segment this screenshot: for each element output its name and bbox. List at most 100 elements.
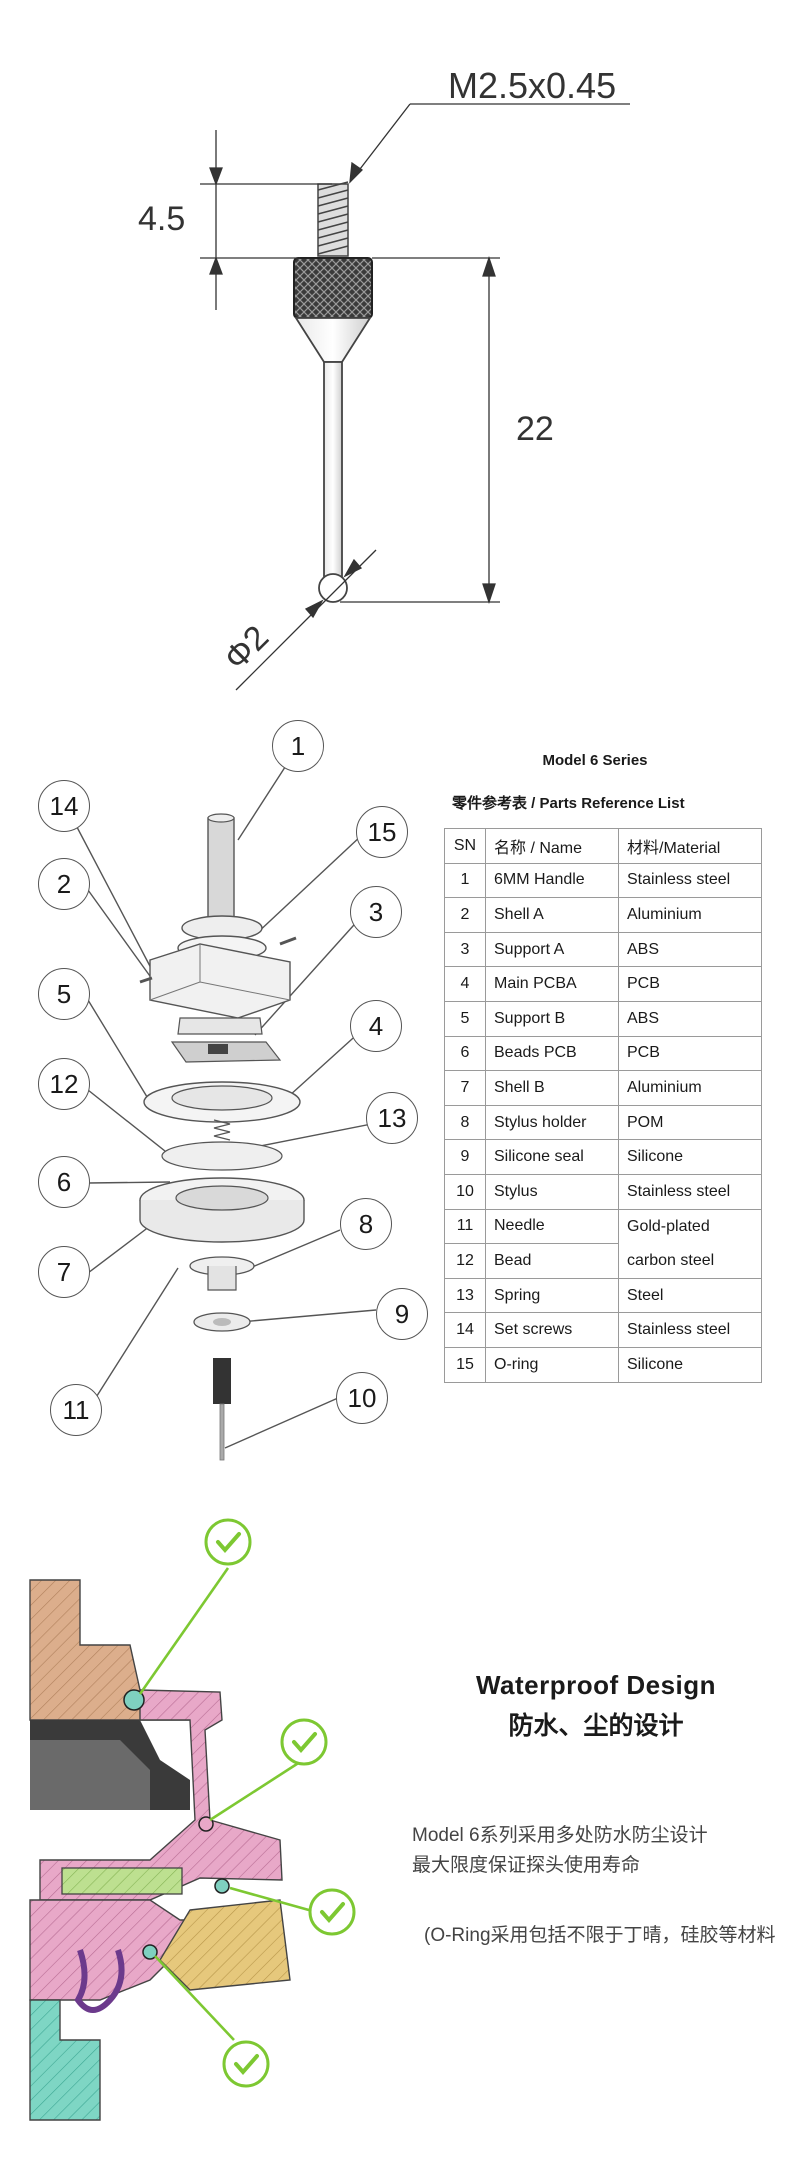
- taper-cone: [294, 317, 372, 363]
- cell-sn: 14: [444, 1312, 486, 1348]
- parts-title: Model 6 Series: [542, 752, 648, 769]
- cell-sn: 7: [444, 1070, 486, 1106]
- stylus-part: [213, 1358, 231, 1404]
- beads-pcb-part: [161, 1141, 283, 1171]
- holder-section: [159, 1899, 291, 1991]
- knurled-collar: [293, 257, 373, 319]
- cell-name: Spring: [485, 1277, 619, 1314]
- thread-length-label: 4.5: [138, 200, 185, 238]
- waterproof-desc-line1: Model 6系列采用多处防水防尘设计: [412, 1825, 708, 1846]
- checkmark-icon: [222, 2040, 270, 2088]
- cell-sn: 13: [444, 1277, 486, 1314]
- cell-material: ABS: [618, 1000, 762, 1037]
- callout-6: 6: [38, 1156, 90, 1208]
- cell-name: Needle: [485, 1208, 619, 1245]
- cell-material: Steel: [618, 1277, 762, 1314]
- header-name: 名称 / Name: [485, 828, 619, 864]
- cell-sn: 2: [444, 897, 486, 933]
- cell-material: Stainless steel: [618, 862, 762, 899]
- cell-sn: 5: [444, 1000, 486, 1037]
- total-length-label: 22: [516, 410, 554, 448]
- callout-4: 4: [350, 1000, 402, 1052]
- cell-name: Support B: [485, 1000, 619, 1037]
- waterproof-section: Waterproof Design 防水、尘的设计 Model 6系列采用多处防…: [0, 1480, 800, 2179]
- waterproof-desc-line2: 最大限度保证探头使用寿命: [412, 1855, 641, 1876]
- cell-sn: 9: [444, 1139, 486, 1175]
- cell-material: Aluminium: [618, 897, 762, 933]
- stylus-dimension-svg: M2.5x0.45 4.5 22 Φ2: [138, 65, 630, 691]
- cell-name: Set screws: [485, 1312, 619, 1348]
- waterproof-title: Waterproof Design: [475, 1670, 717, 1700]
- cell-material: Gold-plated: [618, 1208, 762, 1244]
- cell-name: Beads PCB: [485, 1035, 619, 1072]
- parts-subtitle: 零件参考表 / Parts Reference List: [452, 795, 685, 812]
- cell-sn: 4: [444, 966, 486, 1002]
- cell-sn: 8: [444, 1104, 486, 1141]
- checkmark-icon: [204, 1518, 252, 1566]
- cell-sn: 10: [444, 1173, 486, 1210]
- callout-15: 15: [356, 806, 408, 858]
- cell-material: Stainless steel: [618, 1173, 762, 1210]
- cell-material: PCB: [618, 966, 762, 1002]
- callout-5: 5: [38, 968, 90, 1020]
- thread: [317, 181, 349, 257]
- callout-9: 9: [376, 1288, 428, 1340]
- cell-sn: 1: [444, 862, 486, 899]
- stylus-shaft: [323, 361, 343, 581]
- cell-name: 6MM Handle: [485, 862, 619, 899]
- cell-name: O-ring: [485, 1346, 619, 1383]
- cell-sn: 15: [444, 1346, 486, 1383]
- cell-name: Silicone seal: [485, 1139, 619, 1175]
- table-header-row: SN 名称 / Name 材料/Material: [444, 828, 762, 864]
- header-material: 材料/Material: [618, 828, 762, 864]
- dimension-drawing: M2.5x0.45 4.5 22 Φ2: [0, 0, 800, 700]
- cell-material: PCB: [618, 1035, 762, 1072]
- cell-name: Bead: [485, 1243, 619, 1279]
- cell-sn: 12: [444, 1243, 486, 1279]
- cross-section-svg: [29, 1518, 356, 2121]
- checkmark-icon: [308, 1888, 356, 1936]
- callout-2: 2: [38, 858, 90, 910]
- header-sn: SN: [444, 828, 486, 864]
- cell-material: POM: [618, 1104, 762, 1141]
- base-section: [29, 1999, 101, 2121]
- exploded-view-svg: [67, 746, 393, 1461]
- cell-material: ABS: [618, 931, 762, 968]
- cell-name: Stylus holder: [485, 1104, 619, 1141]
- callout-7: 7: [38, 1246, 90, 1298]
- cell-material: Silicone: [618, 1139, 762, 1175]
- cell-sn: 11: [444, 1208, 486, 1245]
- callout-12: 12: [38, 1058, 90, 1110]
- cell-name: Shell A: [485, 897, 619, 933]
- cell-material: Aluminium: [618, 1070, 762, 1106]
- callout-13: 13: [366, 1092, 418, 1144]
- checkmark-icon: [280, 1718, 328, 1766]
- waterproof-title-cn: 防水、尘的设计: [508, 1712, 684, 1740]
- callout-8: 8: [340, 1198, 392, 1250]
- cell-sn: 3: [444, 931, 486, 968]
- cell-name: Main PCBA: [485, 966, 619, 1002]
- callout-10: 10: [336, 1372, 388, 1424]
- cell-material: Silicone: [618, 1346, 762, 1383]
- waterproof-note: (O-Ring采用包括不限于丁晴，硅胶等材料: [424, 1925, 776, 1946]
- parts-section: 1 14 15 2 3 5 4 12 13 6 8 7 9 11 10 Mode…: [0, 700, 800, 1480]
- callout-1: 1: [272, 720, 324, 772]
- cell-material: carbon steel: [618, 1243, 762, 1279]
- pcb-section: [61, 1867, 183, 1895]
